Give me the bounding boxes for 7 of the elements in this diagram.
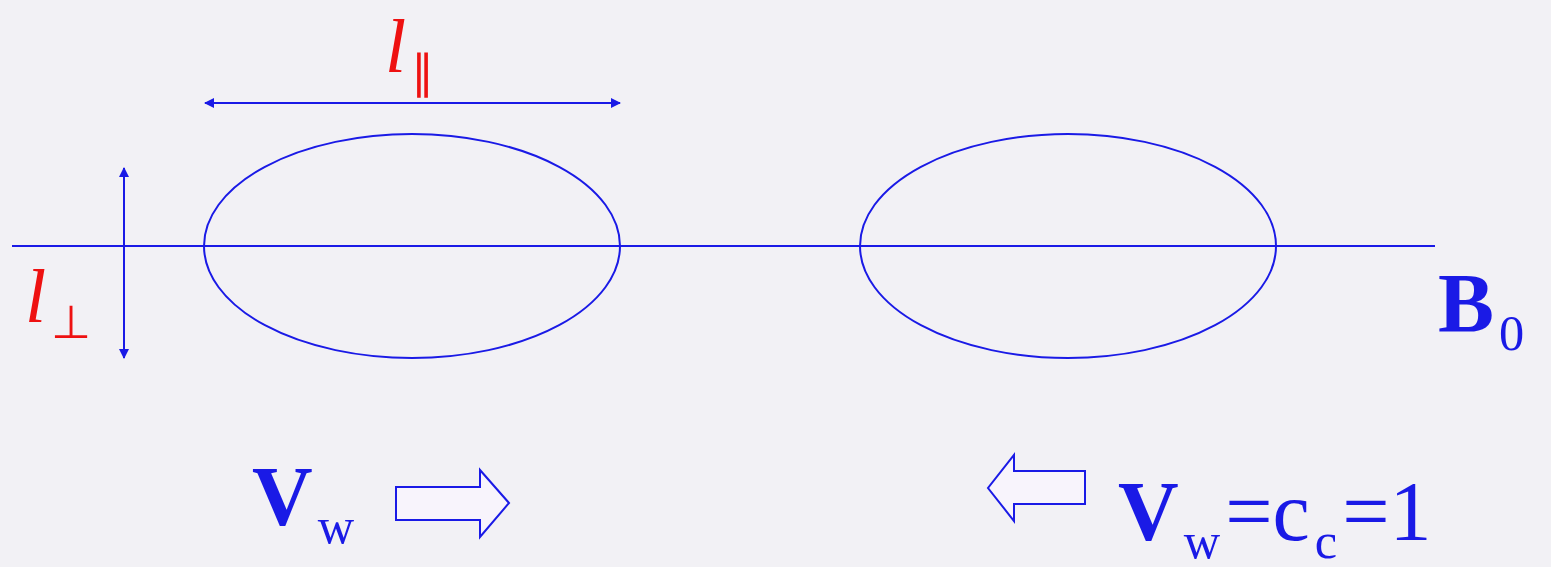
dimension-label: l$_{∥}$ (385, 8, 435, 96)
velocity-equation: V$_{w}$=c$_{c}$=1 (1118, 470, 1432, 567)
dimension-label: l$_{⊥}$ (25, 258, 92, 346)
field-label: B$_{0}$ (1438, 262, 1526, 359)
velocity-label: V$_{w}$ (252, 455, 356, 552)
bubble-outline (859, 133, 1277, 359)
bubble-outline (203, 133, 621, 359)
